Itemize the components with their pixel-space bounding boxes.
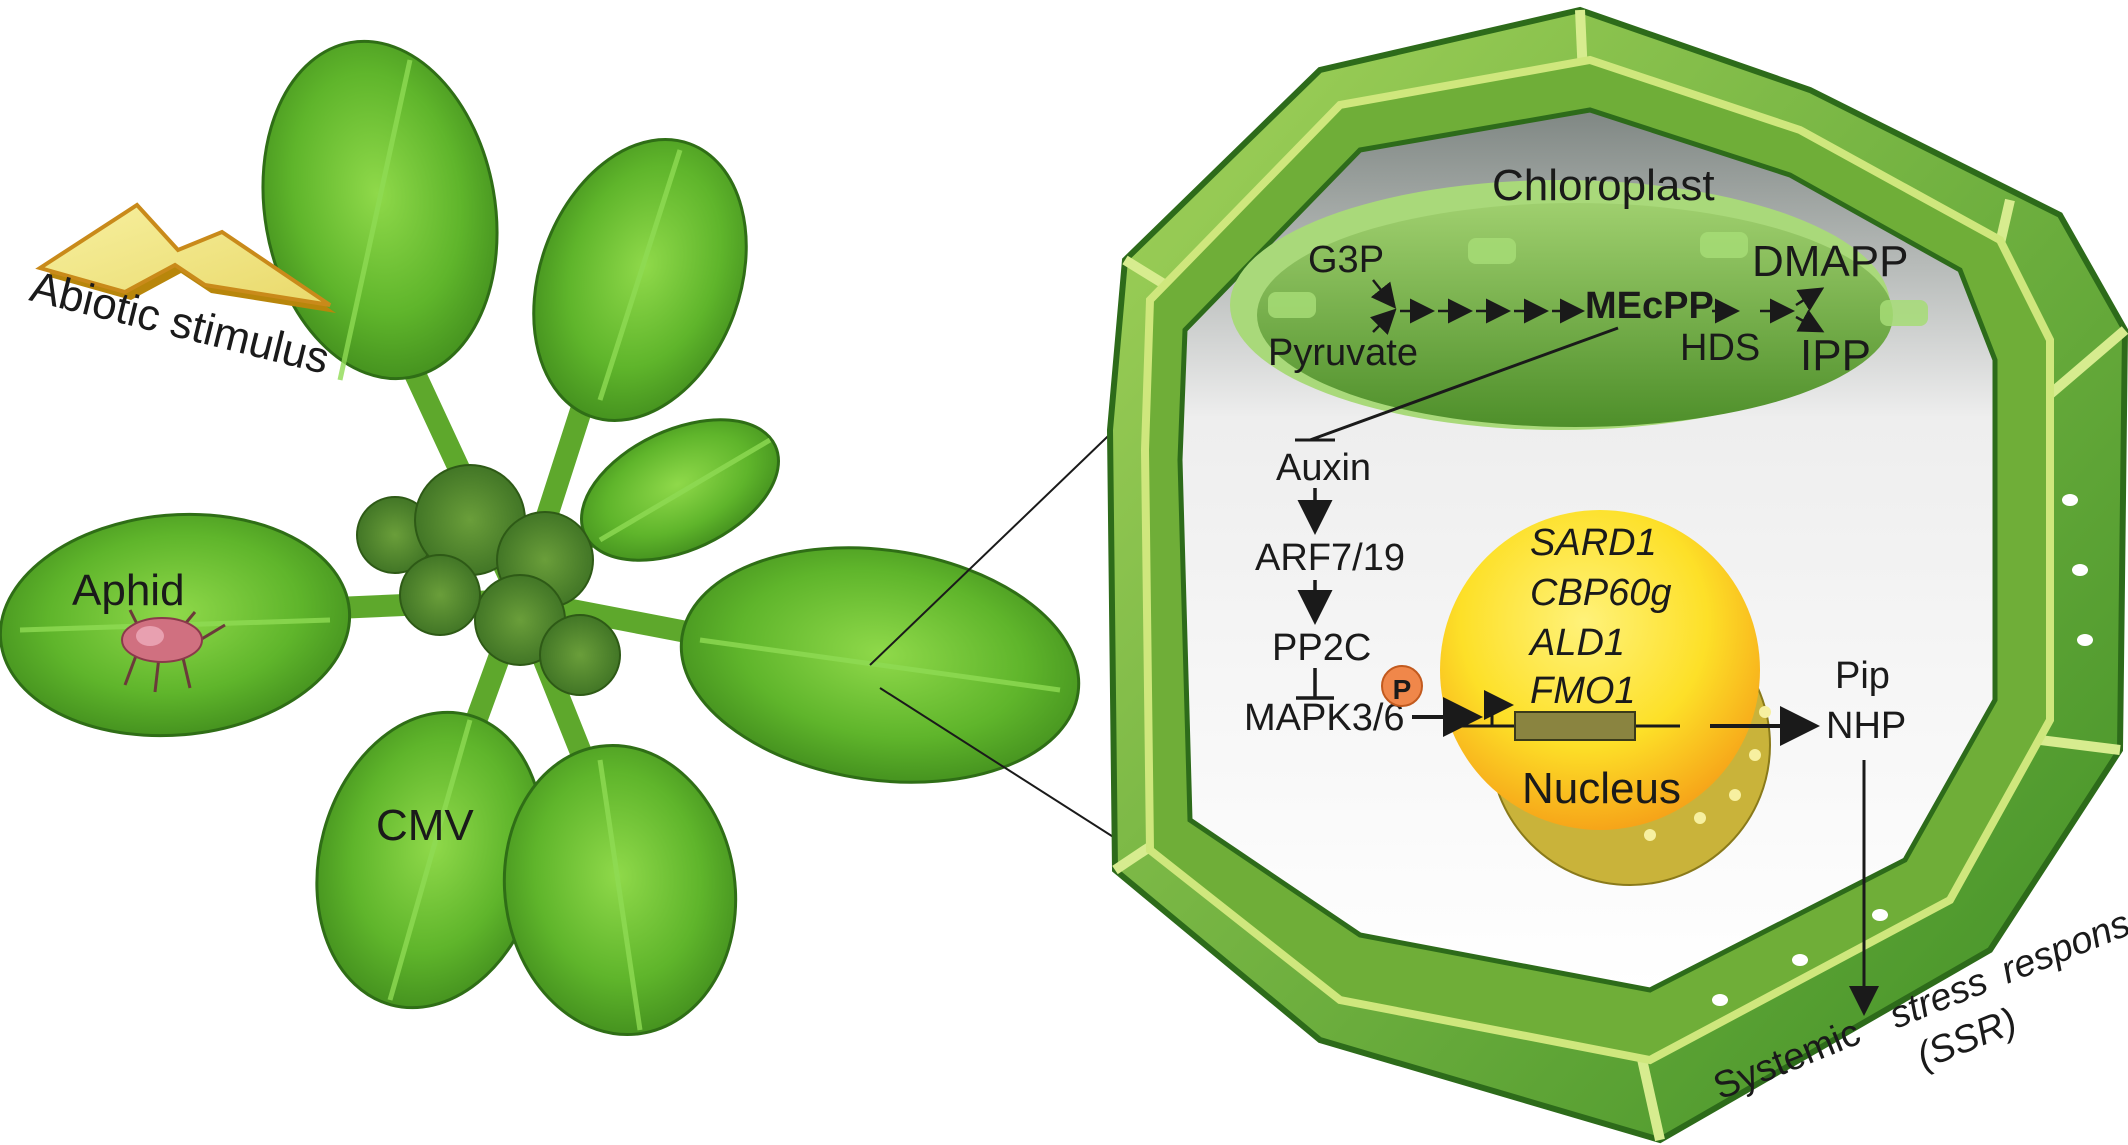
phosphorylation-badge: P (1381, 665, 1423, 707)
mep-pathway-arrows (1370, 279, 1825, 335)
label-dmapp: DMAPP (1752, 237, 1908, 286)
leaf-top-left (261, 39, 499, 381)
nuclear-pores (1644, 706, 1771, 841)
cascade-arrows (1296, 488, 1334, 700)
thylakoid-stacks (1268, 232, 1928, 326)
label-chloroplast: Chloroplast (1492, 161, 1715, 210)
svg-text:P: P (1393, 674, 1412, 705)
label-cmv: CMV (376, 801, 474, 850)
label-g3p: G3P (1308, 239, 1384, 281)
chloroplast: Chloroplast G3P Pyruvate MEcPP HDS DMAPP… (1230, 161, 1928, 430)
inhibition-mecpp-auxin (1295, 326, 1619, 442)
label-nhp: NHP (1826, 705, 1906, 747)
label-auxin: Auxin (1276, 447, 1371, 489)
lightning-bolt-icon (35, 202, 336, 313)
label-pp2c: PP2C (1272, 627, 1371, 669)
label-mecpp: MEcPP (1585, 285, 1714, 327)
label-mapk3-6: MAPK3/6 (1244, 697, 1405, 739)
label-ipp: IPP (1800, 331, 1871, 380)
label-hds: HDS (1680, 327, 1760, 369)
leaf-veins (19, 59, 1061, 1031)
plant-cell: Chloroplast G3P Pyruvate MEcPP HDS DMAPP… (1106, 6, 2128, 1144)
rosette-center (356, 464, 621, 696)
gene-cbp60g: CBP60g (1530, 572, 1672, 614)
label-pyruvate: Pyruvate (1268, 332, 1418, 374)
gene-sard1: SARD1 (1530, 522, 1657, 564)
nucleus: SARD1 CBP60g ALD1 FMO1 Nucleus (1440, 510, 1771, 886)
gene-box (1514, 711, 1636, 741)
promoter-arrow-icon (1484, 690, 1514, 726)
label-nucleus: Nucleus (1522, 764, 1681, 813)
gene-fmo1: FMO1 (1530, 670, 1636, 712)
label-arf7-19: ARF7/19 (1255, 537, 1405, 579)
gene-ald1: ALD1 (1528, 622, 1625, 664)
plant-illustration: Abiotic stimulus Aphid CMV (0, 39, 1081, 1036)
label-pip: Pip (1835, 655, 1890, 697)
label-aphid: Aphid (72, 566, 185, 615)
aphid-icon (121, 609, 226, 693)
